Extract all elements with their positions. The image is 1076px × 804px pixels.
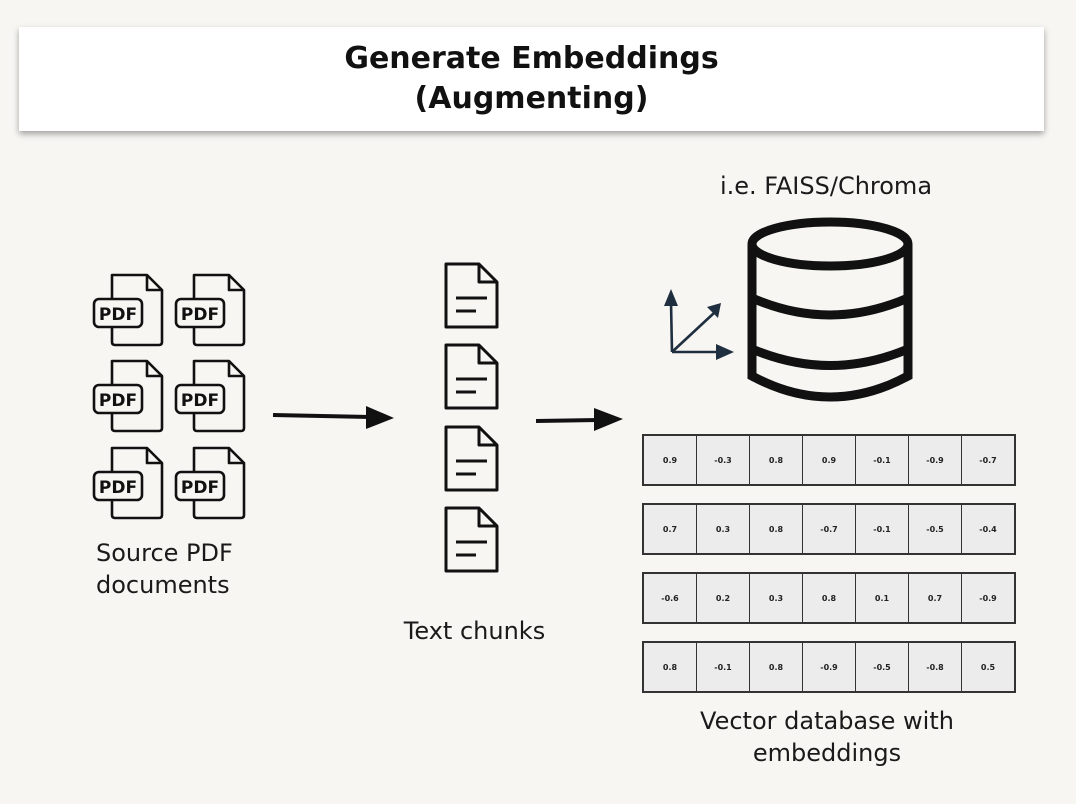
embedding-cell: -0.7 bbox=[979, 455, 997, 465]
embedding-cell: 0.2 bbox=[697, 574, 750, 622]
embedding-cell: 0.8 bbox=[803, 574, 856, 622]
embedding-cell: 0.7 bbox=[909, 574, 962, 622]
embedding-cell: -0.7 bbox=[803, 505, 856, 553]
embedding-cell: -0.4 bbox=[979, 524, 997, 534]
arrow-right-icon bbox=[535, 408, 623, 431]
source-pdf-label: Source PDF documents bbox=[96, 537, 233, 601]
embedding-cell: 0.8 bbox=[750, 505, 803, 553]
pdf-icon-text: PDF bbox=[99, 478, 137, 498]
embedding-cell: -0.1 bbox=[856, 505, 909, 553]
vector-db-label-line-1: Vector database with bbox=[700, 707, 954, 735]
embedding-cell: 0.7 bbox=[644, 505, 697, 553]
embedding-cell: 0.3 bbox=[697, 505, 750, 553]
source-pdf-label-line-1: Source PDF bbox=[96, 539, 233, 567]
pdf-icon-text: PDF bbox=[99, 391, 137, 411]
embedding-cell: 0.9 bbox=[803, 436, 856, 484]
embedding-cell: 0.5 bbox=[980, 662, 996, 672]
embedding-cell: -0.1 bbox=[697, 643, 750, 691]
embedding-cell: -0.3 bbox=[697, 436, 750, 484]
pdf-file-icon: PDF bbox=[172, 445, 250, 521]
embedding-cell: -0.9 bbox=[803, 643, 856, 691]
db-hint-label: i.e. FAISS/Chroma bbox=[719, 172, 933, 200]
pdf-file-icon: PDF bbox=[90, 445, 168, 521]
title-line-1: Generate Embeddings bbox=[344, 41, 719, 76]
pdf-icon-text: PDF bbox=[99, 305, 137, 325]
embedding-cell: -0.1 bbox=[856, 436, 909, 484]
embedding-cell: -0.5 bbox=[909, 505, 962, 553]
database-icon bbox=[747, 217, 913, 402]
vector-axes-icon bbox=[664, 289, 734, 360]
pdf-file-icon: PDF bbox=[90, 272, 168, 348]
pdf-file-icon: PDF bbox=[172, 358, 250, 434]
embedding-cell: -0.8 bbox=[909, 643, 962, 691]
embedding-cell: -0.9 bbox=[909, 436, 962, 484]
embedding-cell: 0.9 bbox=[644, 436, 697, 484]
text-chunks-label: Text chunks bbox=[403, 617, 546, 645]
vector-db-label-line-2: embeddings bbox=[752, 739, 902, 767]
pdf-icon-text: PDF bbox=[181, 478, 219, 498]
vector-db-label: Vector database with embeddings bbox=[660, 705, 994, 769]
embedding-cell: -0.5 bbox=[856, 643, 909, 691]
embedding-cell: -0.9 bbox=[979, 593, 997, 603]
source-pdf-label-line-2: documents bbox=[96, 571, 230, 599]
title-box: Generate Embeddings (Augmenting) bbox=[19, 27, 1044, 131]
arrow-right-icon bbox=[272, 406, 394, 429]
pdf-file-icon: PDF bbox=[90, 358, 168, 434]
embedding-cell: 0.1 bbox=[856, 574, 909, 622]
embedding-cell: 0.8 bbox=[750, 643, 803, 691]
embedding-cell: 0.8 bbox=[644, 643, 697, 691]
embedding-cell: 0.8 bbox=[750, 436, 803, 484]
text-document-icon bbox=[442, 342, 502, 412]
pdf-icon-text: PDF bbox=[181, 391, 219, 411]
text-document-icon bbox=[442, 424, 502, 494]
embedding-cell: -0.6 bbox=[644, 574, 697, 622]
title-line-2: (Augmenting) bbox=[414, 81, 649, 116]
text-document-icon bbox=[442, 261, 502, 331]
pdf-icon-text: PDF bbox=[181, 305, 219, 325]
text-document-icon bbox=[442, 505, 502, 575]
embedding-cell: 0.3 bbox=[750, 574, 803, 622]
pdf-file-icon: PDF bbox=[172, 272, 250, 348]
